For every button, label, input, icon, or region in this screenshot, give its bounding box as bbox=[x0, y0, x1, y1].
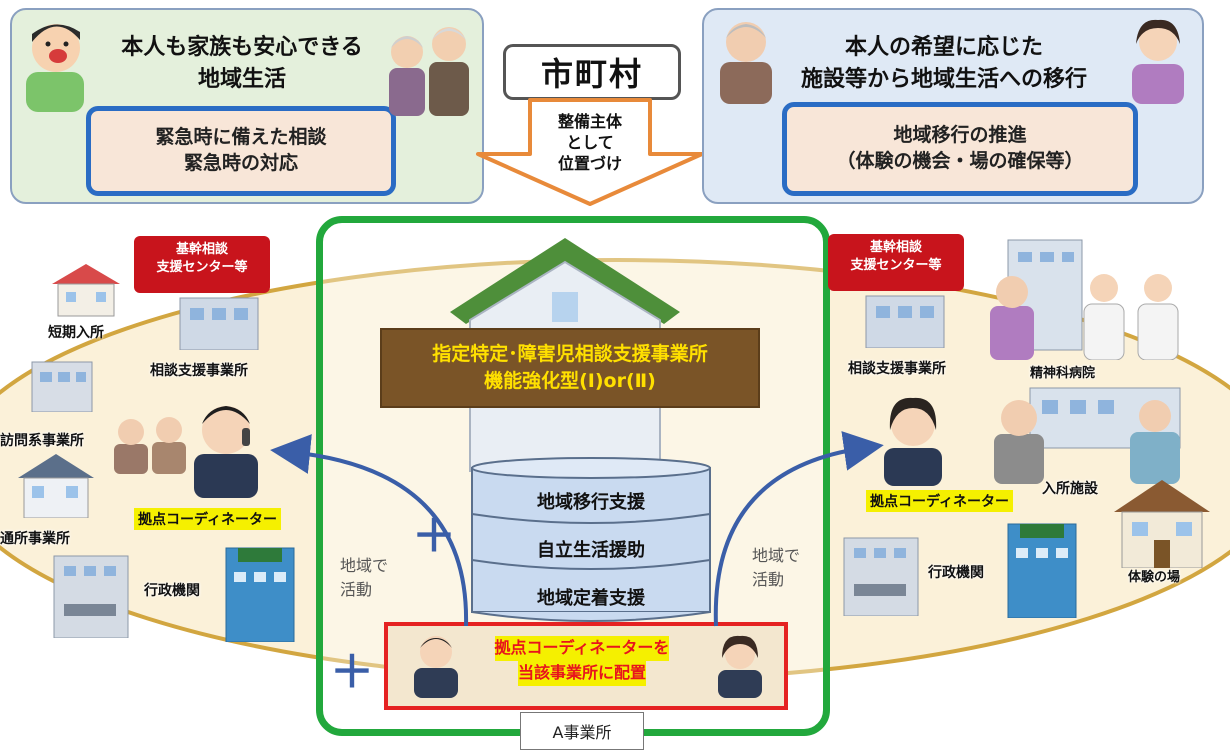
top-left-headline: 本人も家族も安心できる 地域生活 bbox=[102, 32, 382, 96]
right-activity-text: 地域で 活動 bbox=[752, 544, 800, 592]
office-a-text: A事業所 bbox=[552, 723, 612, 742]
day-office-label: 通所事業所 bbox=[0, 531, 70, 547]
municipality-title: 市町村 bbox=[540, 55, 643, 93]
arrow-text-2: として bbox=[566, 132, 614, 152]
arrow-text-1: 整備主体 bbox=[557, 112, 622, 131]
badge-line-2: 支援センター等 bbox=[156, 259, 248, 275]
headline-line-2: 地域生活 bbox=[197, 66, 286, 92]
emergency-box: 緊急時に備えた相談 緊急時の対応 bbox=[86, 106, 396, 196]
headline-line-1: 本人も家族も安心できる bbox=[121, 35, 363, 60]
arrow-text: 整備主体 として 位置づけ bbox=[530, 112, 650, 174]
right-admin-label: 行政機関 bbox=[928, 565, 984, 581]
down-arrow bbox=[476, 98, 704, 206]
right-coordinator-icon bbox=[884, 397, 942, 486]
headline-line-2: 施設等から地域生活への移行 bbox=[800, 66, 1087, 92]
hospital-label: 精神科病院 bbox=[1030, 366, 1096, 381]
visit-office-building-icon bbox=[31, 361, 93, 412]
badge-line-2: 支援センター等 bbox=[850, 257, 942, 273]
activity-line-2: 活動 bbox=[340, 580, 373, 599]
office-sign-line-2: 機能強化型(Ⅰ)or(Ⅱ) bbox=[484, 370, 656, 392]
stack-item-1: 地域移行支援 bbox=[537, 492, 645, 513]
coordinator-line-1: 拠点コーディネーターを bbox=[494, 636, 670, 661]
office-sign-line-1: 指定特定･障害児相談支援事業所 bbox=[432, 343, 708, 366]
male-coordinator-icon bbox=[414, 636, 458, 698]
female-coordinator-icon bbox=[718, 635, 762, 698]
transition-line-1: 地域移行の推進 bbox=[893, 124, 1027, 147]
day-office-house-icon bbox=[18, 454, 94, 518]
left-center-badge: 基幹相談 支援センター等 bbox=[134, 236, 270, 293]
facility-residents-icon bbox=[994, 387, 1181, 484]
right-consult-label: 相談支援事業所 bbox=[848, 361, 946, 377]
left-admin-label: 行政機関 bbox=[144, 583, 200, 599]
short-stay-label: 短期入所 bbox=[48, 325, 104, 341]
left-health-center-icon bbox=[53, 555, 129, 638]
left-family-icon bbox=[114, 417, 186, 474]
woman-icon bbox=[1132, 19, 1184, 104]
right-coordinator-label: 拠点コーディネーター bbox=[866, 490, 1014, 512]
top-right-panel: 本人の希望に応じた 施設等から地域生活への移行 地域移行の推進 （体験の機会・場… bbox=[702, 8, 1204, 204]
left-city-hall-icon bbox=[225, 547, 295, 642]
left-coordinator-label: 拠点コーディネーター bbox=[134, 508, 282, 530]
left-coordinator-phone-icon bbox=[194, 406, 258, 498]
visit-office-label: 訪問系事業所 bbox=[0, 433, 84, 449]
elderly-couple-icon bbox=[389, 27, 469, 116]
transition-line-2: （体験の機会・場の確保等） bbox=[836, 150, 1084, 172]
stack-item-2: 自立生活援助 bbox=[537, 540, 645, 561]
emergency-line-2: 緊急時の対応 bbox=[183, 152, 298, 174]
plus-sign-lower: ＋ bbox=[330, 647, 374, 698]
activity-line-1: 地域で bbox=[340, 556, 389, 575]
right-center-badge: 基幹相談 支援センター等 bbox=[828, 234, 964, 291]
badge-line-1: 基幹相談 bbox=[869, 240, 922, 255]
activity-line-1: 地域で bbox=[752, 546, 801, 565]
headline-line-1: 本人の希望に応じた bbox=[844, 35, 1043, 60]
experience-house-icon bbox=[1114, 480, 1210, 568]
coordinator-line-2: 当該事業所に配置 bbox=[517, 660, 646, 686]
right-city-hall-icon bbox=[1007, 523, 1077, 618]
man-shouting-icon bbox=[26, 24, 84, 112]
elderly-man-icon bbox=[720, 22, 772, 104]
facility-label: 入所施設 bbox=[1042, 481, 1098, 497]
activity-line-2: 活動 bbox=[752, 570, 785, 589]
left-consult-building-icon bbox=[179, 297, 259, 350]
experience-label: 体験の場 bbox=[1128, 570, 1181, 585]
hospital-staff-icon bbox=[990, 239, 1179, 360]
right-health-center-icon bbox=[843, 537, 919, 616]
coordinator-placement-text: 拠点コーディネーターを 当該事業所に配置 bbox=[470, 636, 694, 686]
arrow-text-3: 位置づけ bbox=[557, 153, 622, 173]
left-activity-text: 地域で 活動 bbox=[340, 554, 388, 602]
emergency-line-1: 緊急時に備えた相談 bbox=[155, 126, 327, 149]
badge-line-1: 基幹相談 bbox=[175, 242, 228, 257]
service-stack-cylinder bbox=[471, 457, 711, 622]
left-consult-label: 相談支援事業所 bbox=[150, 363, 248, 379]
office-sign: 指定特定･障害児相談支援事業所 機能強化型(Ⅰ)or(Ⅱ) bbox=[380, 328, 760, 408]
right-consult-building-icon bbox=[865, 295, 945, 348]
stack-item-3: 地域定着支援 bbox=[537, 588, 645, 609]
transition-box: 地域移行の推進 （体験の機会・場の確保等） bbox=[782, 102, 1138, 196]
short-stay-house-icon bbox=[52, 264, 120, 317]
top-right-headline: 本人の希望に応じた 施設等から地域生活への移行 bbox=[774, 32, 1114, 96]
office-a-label: A事業所 bbox=[520, 712, 644, 750]
